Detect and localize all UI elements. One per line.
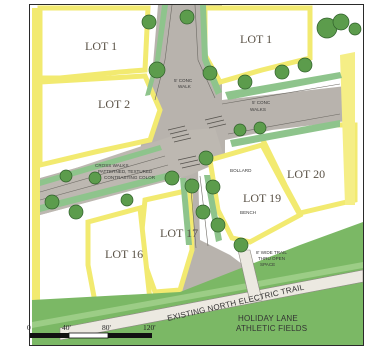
green-strip-west-lower bbox=[40, 172, 172, 212]
lot-edge-east-strip bbox=[340, 52, 355, 205]
tree bbox=[164, 170, 180, 186]
tree bbox=[148, 61, 166, 79]
scale-segment-2 bbox=[68, 332, 109, 339]
note-bench: BENCH bbox=[240, 210, 256, 215]
tree bbox=[297, 57, 313, 73]
green-strip-south-west bbox=[180, 178, 192, 245]
scale-segment-1 bbox=[29, 333, 69, 338]
trees bbox=[44, 9, 362, 253]
lot-label-2: LOT 2 bbox=[98, 97, 130, 111]
tree bbox=[59, 169, 73, 183]
note-trail-1: 8' WIDE TRAIL bbox=[256, 250, 287, 255]
lot-label-17: LOT 17 bbox=[160, 226, 198, 240]
tree bbox=[233, 237, 249, 253]
lot-label-1-east: LOT 1 bbox=[240, 32, 272, 46]
scale-segment-3 bbox=[108, 333, 152, 338]
note-conc-walks-east-2: WALKS bbox=[250, 107, 266, 112]
tree bbox=[253, 121, 267, 135]
road-corridors bbox=[40, 5, 355, 300]
green-strip-east-upper bbox=[225, 72, 342, 100]
note-cross-walks-3: CONTRASTING COLOR bbox=[104, 175, 156, 180]
tree bbox=[274, 64, 290, 80]
note-cross-walks-2: PATTERNED, TEXTURED bbox=[98, 169, 153, 174]
note-athletic-fields-2: ATHLETIC FIELDS bbox=[236, 324, 307, 333]
lot-label-16: LOT 16 bbox=[105, 247, 143, 261]
tree bbox=[202, 65, 218, 81]
trail-hatch bbox=[32, 262, 363, 328]
tree bbox=[237, 74, 253, 90]
note-conc-walks-east-1: 5' CONC bbox=[252, 100, 271, 105]
map-frame bbox=[29, 4, 364, 346]
tree bbox=[205, 179, 221, 195]
green-strip-north-west bbox=[145, 5, 168, 96]
green-strip-north-east bbox=[200, 5, 222, 95]
lot-edge-west-strip bbox=[32, 8, 40, 300]
scale-label-120: 120' bbox=[143, 323, 156, 332]
note-conc-walk-north-2: WALK bbox=[178, 84, 192, 89]
note-trail-2: THRU OPEN bbox=[258, 256, 285, 261]
green-strip-east-lower bbox=[230, 120, 340, 147]
lot-19-parcel bbox=[207, 142, 304, 245]
tree bbox=[210, 217, 226, 233]
tree bbox=[68, 204, 84, 220]
tree bbox=[198, 150, 214, 166]
tree bbox=[120, 193, 134, 207]
lot-label-19: LOT 19 bbox=[243, 191, 281, 205]
trail-green-band bbox=[32, 222, 363, 345]
scale-label-80: 80' bbox=[102, 323, 112, 332]
open-space bbox=[32, 222, 364, 345]
tree bbox=[332, 13, 350, 31]
note-athletic-fields-1: HOLIDAY LANE bbox=[238, 314, 298, 323]
tree bbox=[141, 14, 157, 30]
note-bollard: BOLLARD bbox=[230, 168, 252, 173]
note-trail-3: SPACE bbox=[260, 262, 275, 267]
tree bbox=[233, 123, 247, 137]
lot-label-20: LOT 20 bbox=[287, 167, 325, 181]
tree bbox=[179, 9, 195, 25]
note-cross-walks-1: CROSS WALKS bbox=[95, 163, 129, 168]
lot-labels: LOT 1 LOT 1 LOT 2 LOT 20 LOT 19 LOT 17 L… bbox=[85, 32, 325, 261]
tree bbox=[44, 194, 60, 210]
tree bbox=[348, 22, 362, 36]
tree bbox=[88, 171, 102, 185]
tree bbox=[184, 178, 200, 194]
crosswalk-hatching bbox=[167, 115, 227, 169]
tree bbox=[195, 204, 211, 220]
note-conc-walk-north-1: 5' CONC bbox=[174, 78, 193, 83]
west-street bbox=[40, 128, 225, 215]
lot-label-1-west: LOT 1 bbox=[85, 39, 117, 53]
scale-label-40: 40' bbox=[62, 323, 72, 332]
